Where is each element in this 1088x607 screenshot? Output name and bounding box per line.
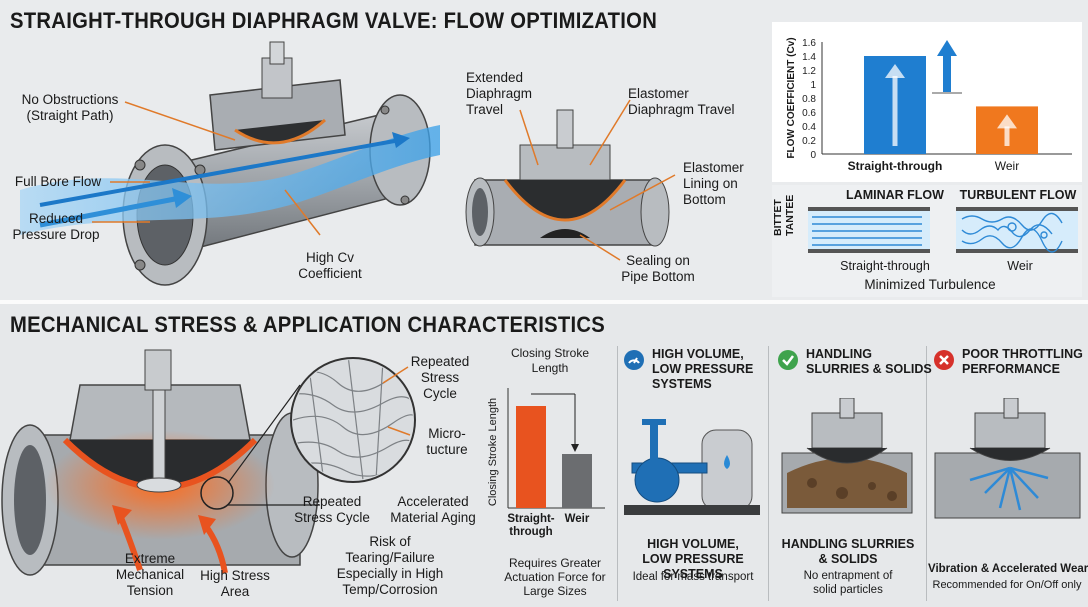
cv-tick-label: 0.2 [802, 136, 816, 147]
cv-category-label: Straight-through [848, 159, 943, 173]
cv-tick-label: 1.2 [802, 66, 816, 77]
separator-3 [926, 346, 927, 601]
card-throttling-caption: Vibration & Accelerated Wear [928, 563, 1088, 575]
laminar-flow-label: LAMINAR FLOW [846, 188, 944, 202]
slurry-valve-illustration [781, 398, 913, 514]
straight-through-valve-illustration [20, 41, 440, 286]
full-bore-flow-label: Full Bore Flow [14, 174, 102, 189]
elastomer-lining-label: Elastomer Lining on Bottom [683, 160, 744, 207]
microstructure-magnifier [290, 357, 416, 483]
minimized-turbulence-label: Minimized Turbulence [864, 277, 996, 292]
stroke-category-label: Straight- [507, 513, 554, 525]
weir-valve-cutaway [465, 99, 676, 261]
cv-tick-label: 0 [810, 150, 816, 161]
card-throttling-title: POOR THROTTLING PERFORMANCE [962, 347, 1083, 376]
no-obstructions-label: No Obstructions (Straight Path) [21, 92, 119, 123]
flow-pipes-diagram [808, 207, 1078, 253]
cv-tick-label: 0.6 [802, 108, 816, 119]
repeated-stress-cycle-label-b: Repeated Stress Cycle [294, 494, 370, 525]
cv-y-axis-label: FLOW COEFFICIENT (Cv) [786, 37, 797, 158]
separator-1 [617, 346, 618, 601]
weir-flow-caption: Weir [1007, 259, 1033, 273]
panel-divider [0, 300, 1088, 304]
straight-through-flow-caption: Straight-through [840, 259, 930, 273]
microstructure-label: Micro- tucture [426, 426, 468, 457]
card-high-volume-sub: Ideal for mass transport [632, 571, 754, 583]
check-icon [778, 350, 798, 370]
stroke-bar-chart: Straight-through Weir Closing Stroke Lengt… [487, 388, 605, 538]
x-icon [934, 350, 954, 370]
stroke-y-axis-label: Closing Stroke Length [487, 398, 499, 506]
turbulent-flow-label: TURBULENT FLOW [959, 188, 1077, 202]
card-slurries-sub: No entrapment of solid particles [803, 570, 893, 596]
throttling-valve-illustration [934, 398, 1081, 519]
risk-of-tearing-label: Risk of Tearing/Failure Especially in Hi… [336, 534, 444, 597]
card-high-volume-caption: HIGH VOLUME, LOW PRESSURE SYSTEMS [642, 537, 744, 581]
stroke-bar [562, 454, 592, 508]
card-throttling-sub: Recommended for On/Off only [932, 579, 1082, 591]
stroke-chart-caption: Requires Greater Actuation Force for Lar… [504, 556, 606, 598]
repeated-stress-cycle-label-a: Repeated Stress Cycle [410, 354, 470, 401]
elastomer-travel-label: Elastomer Diaphragm Travel [628, 86, 735, 117]
stroke-category-label: Weir [565, 513, 590, 525]
extreme-tension-label: Extreme Mechanical Tension [115, 551, 185, 598]
accelerated-aging-label: Accelerated Material Aging [390, 494, 476, 525]
card-high-volume-title: HIGH VOLUME, LOW PRESSURE SYSTEMS [652, 347, 754, 391]
stroke-category-label: through [509, 526, 552, 538]
reduced-pressure-drop-label: Reduced Pressure Drop [12, 211, 100, 242]
high-stress-area-label: High Stress Area [200, 568, 270, 599]
stroke-chart-title: Closing Stroke Length [510, 346, 590, 375]
flow-side-label: BITTET TANTEE [772, 194, 796, 236]
cv-bar-arrowhead [885, 64, 905, 78]
cv-tick-label: 0.4 [802, 122, 816, 133]
cv-category-label: Weir [995, 159, 1019, 173]
cv-chart-panel [772, 22, 1082, 182]
pump-tank-illustration [624, 419, 760, 515]
card-slurries-title: HANDLING SLURRIES & SOLIDS [806, 347, 932, 376]
cv-tick-label: 1.6 [802, 38, 816, 49]
stroke-diff-arrowhead [571, 444, 579, 452]
stroke-bar [516, 406, 546, 508]
separator-2 [768, 346, 769, 601]
bottom-title: MECHANICAL STRESS & APPLICATION CHARACTE… [10, 312, 606, 337]
cv-increase-arrowhead [937, 40, 957, 56]
cv-tick-label: 0.8 [802, 94, 816, 105]
gauge-icon [624, 350, 644, 370]
stress-valve-illustration [1, 349, 320, 576]
cv-tick-label: 1 [810, 80, 816, 91]
sealing-label: Sealing on Pipe Bottom [621, 253, 695, 284]
extended-diaphragm-label: Extended Diaphragm Travel [466, 70, 533, 117]
high-cv-label: High Cv Coefficient [298, 250, 362, 281]
cv-bar-arrowhead [997, 114, 1017, 129]
card-slurries-caption: HANDLING SLURRIES & SOLIDS [781, 537, 915, 566]
top-title: STRAIGHT-THROUGH DIAPHRAGM VALVE: FLOW O… [10, 8, 658, 33]
cv-tick-label: 1.4 [802, 52, 816, 63]
